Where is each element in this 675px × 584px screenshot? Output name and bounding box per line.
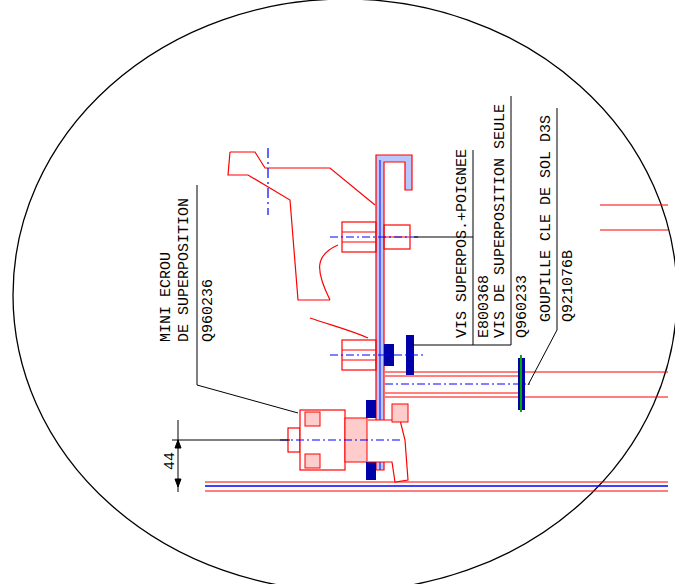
part-label: GOUPILLE CLE DE SOL D3S [538, 115, 555, 322]
part-label: VIS SUPERPOS.+POIGNEE [454, 149, 471, 338]
part-label: MINI ECROU [158, 252, 175, 342]
part-label: Q921076B [560, 250, 577, 322]
handle-axis [267, 148, 268, 215]
part-label: DE SUPERPOSITION [176, 198, 193, 342]
axis-line [205, 485, 668, 487]
part-label: Q960236 [200, 279, 217, 342]
leader-lines [197, 96, 557, 413]
upper-bolt [330, 222, 420, 252]
part-label: Q960233 [514, 275, 531, 338]
frame-lines [205, 205, 668, 491]
dimension-44 [172, 420, 290, 492]
ground-key-pin [385, 355, 530, 412]
dimension-value: 44 [162, 452, 179, 470]
part-label: VIS DE SUPERPOSITION SEULE [492, 104, 509, 338]
detail-circle [13, 0, 675, 584]
nut-assembly [280, 400, 408, 482]
lower-bolt [330, 335, 425, 375]
part-label: E800368 [476, 275, 493, 338]
handle-outline [228, 152, 375, 338]
